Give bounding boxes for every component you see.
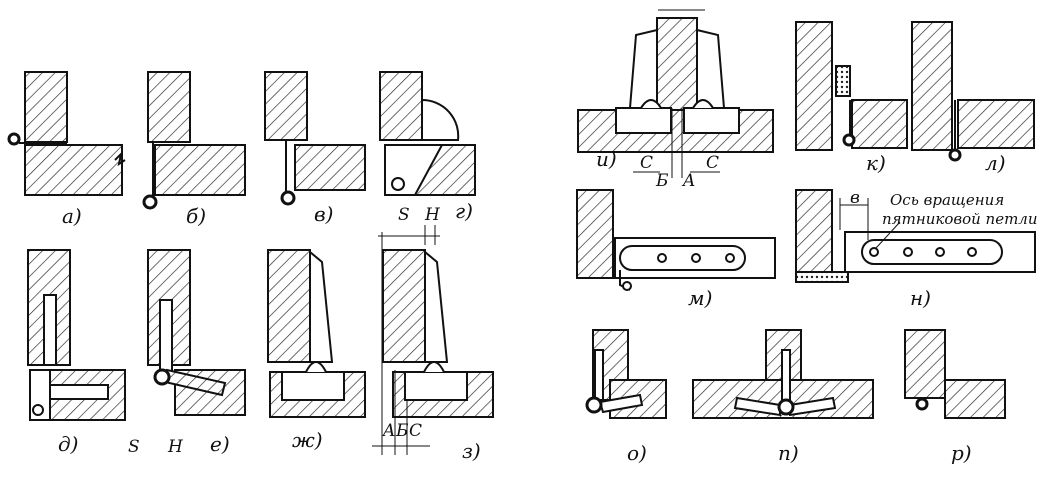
figure-b bbox=[142, 71, 246, 210]
figure-n bbox=[795, 189, 1036, 283]
hinge-base bbox=[281, 371, 345, 401]
figure-label-b: б) bbox=[186, 204, 206, 228]
figure-g bbox=[379, 71, 476, 196]
dimension-b: Б bbox=[395, 421, 409, 441]
hinge-knuckle bbox=[585, 396, 603, 414]
hinge-knuckle bbox=[948, 148, 962, 162]
figure-label-l: л) bbox=[985, 151, 1006, 175]
frame-section bbox=[656, 17, 698, 111]
hinge-pin bbox=[32, 404, 44, 416]
hinge-pin bbox=[391, 177, 405, 191]
hinge-knuckle bbox=[153, 368, 171, 386]
figure-e bbox=[147, 249, 246, 416]
figure-r bbox=[904, 329, 1006, 419]
door-leaf-section bbox=[154, 144, 246, 196]
frame-section bbox=[911, 21, 953, 151]
hinge-pin bbox=[622, 281, 632, 291]
figure-label-p: п) bbox=[778, 441, 799, 465]
frame-section bbox=[267, 249, 311, 363]
figure-label-o: о) bbox=[627, 441, 647, 465]
frame-section bbox=[147, 71, 191, 143]
dimension-h: H bbox=[424, 205, 441, 225]
dimension-s: S bbox=[128, 437, 140, 457]
figure-i bbox=[577, 9, 774, 178]
frame-section bbox=[576, 189, 614, 279]
hinge-plate bbox=[619, 245, 746, 271]
figure-label-r: р) bbox=[951, 441, 972, 465]
frame-section bbox=[382, 249, 426, 363]
hinge-knuckle bbox=[142, 194, 158, 210]
door-leaf-section bbox=[577, 109, 774, 153]
door-leaf-section bbox=[944, 379, 1006, 419]
frame-section bbox=[264, 71, 308, 141]
door-leaf-section bbox=[851, 99, 908, 149]
figure-a bbox=[7, 71, 126, 196]
gasket bbox=[795, 271, 849, 283]
pin-shaft bbox=[43, 294, 57, 366]
pin-shaft bbox=[781, 349, 791, 401]
figure-label-g: г) bbox=[455, 199, 473, 223]
dimension-b: Б bbox=[655, 171, 669, 191]
dimension-a: A bbox=[381, 421, 395, 441]
door-leaf-section bbox=[294, 144, 366, 191]
figure-v bbox=[264, 71, 366, 206]
figure-label-d: д) bbox=[58, 432, 78, 456]
dimension-c: C bbox=[640, 153, 653, 173]
figure-label-m: м) bbox=[688, 286, 712, 310]
figure-label-n: н) bbox=[910, 286, 931, 310]
hinge-knuckle bbox=[777, 398, 795, 416]
hinge-plate bbox=[861, 239, 1003, 265]
hinge-base bbox=[404, 371, 468, 401]
dimension-c: C bbox=[706, 153, 719, 173]
figure-l bbox=[911, 21, 1035, 162]
figure-p bbox=[692, 329, 874, 419]
figure-label-e: е) bbox=[210, 432, 230, 456]
figure-k bbox=[795, 21, 908, 151]
door-leaf-section bbox=[24, 144, 123, 196]
dimension-v: в bbox=[850, 188, 860, 208]
frame-section bbox=[24, 71, 68, 143]
dimension-c: C bbox=[409, 421, 422, 441]
figure-o bbox=[585, 329, 667, 419]
hinge-base bbox=[683, 107, 740, 134]
figure-label-a: а) bbox=[62, 204, 82, 228]
figure-label-i: и) bbox=[596, 147, 617, 171]
figure-z bbox=[372, 225, 494, 455]
pin-shaft bbox=[159, 299, 173, 373]
hinge-knuckle bbox=[280, 190, 296, 206]
rotation-axis-note-line2: пятниковой петли bbox=[882, 210, 1038, 228]
pin-shaft bbox=[594, 349, 604, 401]
frame-section bbox=[379, 71, 423, 141]
figure-label-v: в) bbox=[314, 202, 333, 226]
gasket bbox=[835, 65, 851, 97]
frame-section bbox=[795, 189, 833, 273]
figure-label-zh: ж) bbox=[292, 428, 323, 452]
figure-m bbox=[576, 189, 776, 291]
hinge-knuckle bbox=[842, 133, 856, 147]
door-leaf-section bbox=[957, 99, 1035, 149]
pin-shaft bbox=[47, 384, 109, 400]
frame-section bbox=[904, 329, 946, 399]
hinge-knuckle bbox=[7, 132, 21, 146]
dimension-s: S bbox=[398, 205, 410, 225]
dimension-h: H bbox=[167, 437, 184, 457]
figure-label-k: к) bbox=[866, 151, 886, 175]
hinge-quadrant bbox=[421, 98, 460, 141]
frame-section bbox=[795, 21, 833, 151]
figure-d bbox=[27, 249, 126, 421]
rotation-axis-note-line1: Ось вращения bbox=[890, 191, 1004, 209]
dimension-a: A bbox=[681, 171, 695, 191]
hinge-knuckle bbox=[915, 397, 929, 411]
figure-label-z: з) bbox=[462, 439, 481, 463]
figure-zh bbox=[267, 249, 366, 418]
hinge-base bbox=[615, 107, 672, 134]
